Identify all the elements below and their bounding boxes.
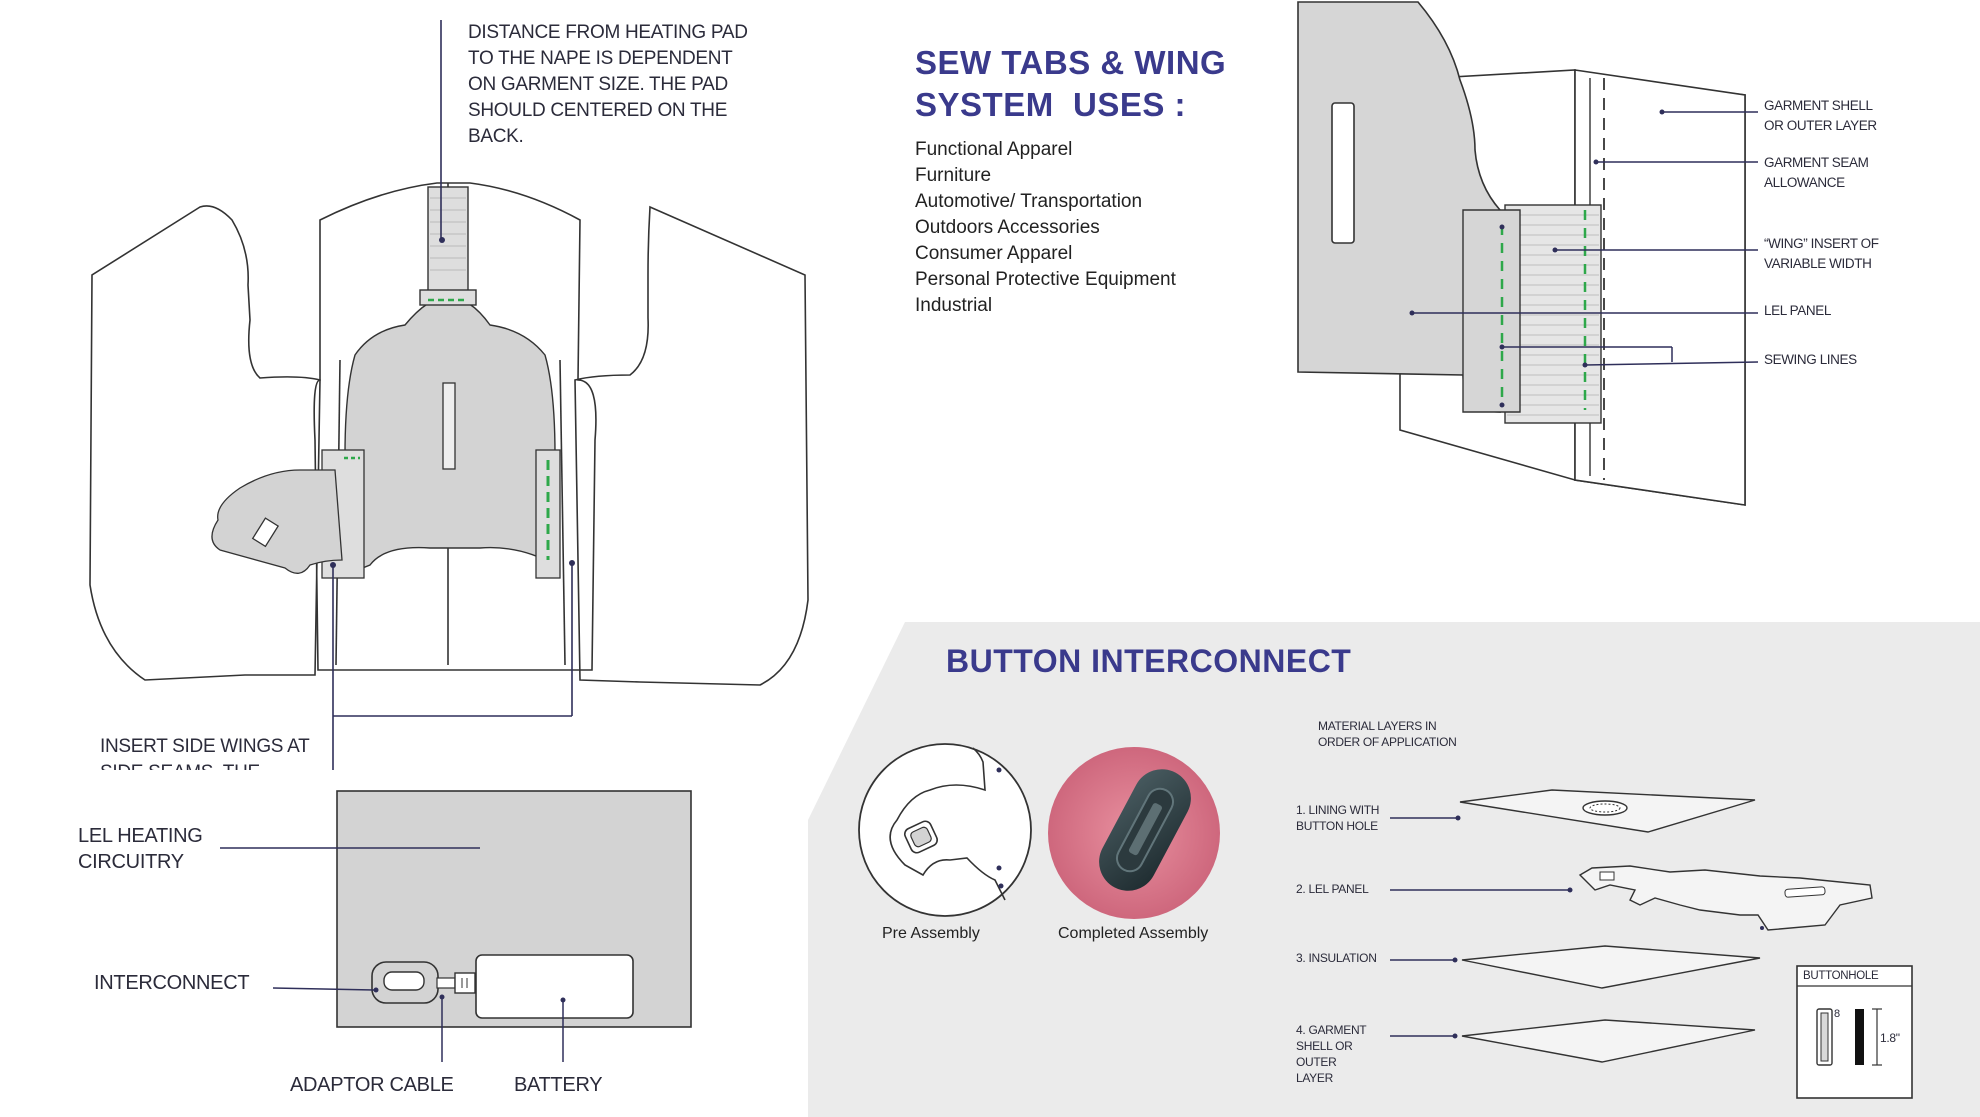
interconnect-label: INTERCONNECT <box>94 972 250 994</box>
material-layers-illustration <box>1390 789 1873 1063</box>
label-lel-panel: LEL PANEL <box>1764 301 1831 321</box>
label-line: ALLOWANCE <box>1764 175 1845 190</box>
uses-list-item: Outdoors Accessories <box>915 217 1100 238</box>
label-line: GARMENT SHELL <box>1764 98 1873 113</box>
label-garment-shell: GARMENT SHELL OR OUTER LAYER <box>1764 96 1877 136</box>
label-sewing-lines: SEWING LINES <box>1764 350 1857 370</box>
label-line: ORDER OF APPLICATION <box>1318 735 1457 749</box>
label-line: OUTER <box>1296 1055 1337 1069</box>
label-wing-insert: “WING” INSERT OF VARIABLE WIDTH <box>1764 234 1879 274</box>
buttonhole-detail <box>1796 965 1913 1099</box>
label-line: 1. LINING WITH <box>1296 803 1380 817</box>
buttonhole-title: BUTTONHOLE <box>1803 970 1879 982</box>
nape-note-line: SHOULD CENTERED ON THE <box>468 100 728 121</box>
layer-1-label: 1. LINING WITH BUTTON HOLE <box>1296 802 1379 834</box>
garment-back-diagram <box>89 20 809 770</box>
label-line: 4. GARMENT <box>1296 1023 1367 1037</box>
button-interconnect-heading: BUTTON INTERCONNECT <box>946 643 1352 679</box>
label-line: VARIABLE WIDTH <box>1764 256 1872 271</box>
uses-list-item: Furniture <box>915 165 992 186</box>
material-layers-title: MATERIAL LAYERS IN ORDER OF APPLICATION <box>1318 718 1457 750</box>
completed-assembly-photo <box>1048 747 1220 919</box>
label-line: 2. LEL PANEL <box>1296 882 1369 896</box>
label-line: LEL PANEL <box>1764 303 1831 318</box>
buttonhole-width-label: 8 <box>1834 1008 1840 1020</box>
label-line: “WING” INSERT OF <box>1764 236 1879 251</box>
buttonhole-height-label: 1.8" <box>1880 1031 1900 1045</box>
uses-list-item: Automotive/ Transportation <box>915 191 1143 212</box>
layer-2-label: 2. LEL PANEL <box>1296 881 1369 897</box>
sew-tabs-heading: SEW TABS & WING SYSTEM USES : <box>915 42 1226 126</box>
label-line: SEWING LINES <box>1764 352 1857 367</box>
nape-note-line: TO THE NAPE IS DEPENDENT <box>468 48 733 69</box>
adaptor-cable-label: ADAPTOR CABLE <box>290 1074 454 1096</box>
uses-list-item: Personal Protective Equipment <box>915 269 1176 290</box>
uses-list-item: Industrial <box>915 295 993 316</box>
layer-3-label: 3. INSULATION <box>1296 950 1377 966</box>
pre-assembly-illustration <box>858 743 1032 917</box>
side-wing-note: INSERT SIDE WINGS AT SIDE SEAMS. THE <box>100 734 400 770</box>
label-line: OR OUTER LAYER <box>1764 118 1877 133</box>
label-line: MATERIAL LAYERS IN <box>1318 719 1437 733</box>
side-wing-note-line: SIDE SEAMS. THE <box>100 760 400 770</box>
nape-note-line: DISTANCE FROM HEATING PAD <box>468 22 748 43</box>
uses-list-item: Consumer Apparel <box>915 243 1073 264</box>
label-line: LEL HEATING <box>78 825 203 847</box>
nape-distance-note: DISTANCE FROM HEATING PAD TO THE NAPE IS… <box>468 20 768 150</box>
uses-list-item: Functional Apparel <box>915 139 1073 160</box>
label-line: CIRCUITRY <box>78 851 184 873</box>
label-line: 3. INSULATION <box>1296 951 1377 965</box>
battery-label: BATTERY <box>514 1074 603 1096</box>
lel-circuit-diagram <box>220 790 692 1062</box>
lel-heating-circuitry-label: LEL HEATING CIRCUITRY <box>78 823 203 875</box>
label-line: GARMENT SEAM <box>1764 155 1869 170</box>
pre-assembly-caption: Pre Assembly <box>882 925 980 942</box>
sew-tabs-uses-list: Functional Apparel Furniture Automotive/… <box>915 137 1176 319</box>
label-seam-allowance: GARMENT SEAM ALLOWANCE <box>1764 153 1869 193</box>
sew-tabs-heading-line: SEW TABS & WING <box>915 44 1227 81</box>
label-line: LAYER <box>1296 1071 1333 1085</box>
completed-assembly-caption: Completed Assembly <box>1058 925 1209 942</box>
nape-note-line: BACK. <box>468 126 524 147</box>
label-line: BUTTON HOLE <box>1296 819 1378 833</box>
side-wing-note-line: INSERT SIDE WINGS AT <box>100 736 310 757</box>
wing-insert-diagram <box>1297 1 1759 506</box>
nape-note-line: ON GARMENT SIZE. THE PAD <box>468 74 728 95</box>
label-line: SHELL OR <box>1296 1039 1353 1053</box>
sew-tabs-heading-line: SYSTEM USES : <box>915 86 1187 123</box>
layer-4-label: 4. GARMENT SHELL OR OUTER LAYER <box>1296 1022 1367 1086</box>
